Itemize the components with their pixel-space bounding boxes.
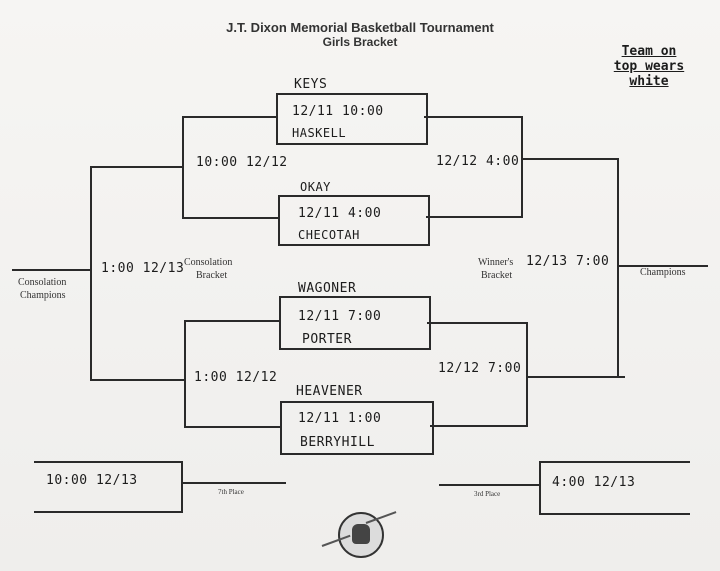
seventh-place-time: 10:00 12/13 — [46, 473, 138, 488]
bracket-line — [540, 461, 690, 463]
game-1-schedule: 12/11 10:00 — [292, 104, 384, 119]
bracket-line — [182, 482, 286, 484]
bracket-line — [521, 116, 523, 218]
bracket-line — [182, 116, 277, 118]
bracket-line — [618, 265, 708, 267]
bracket-line — [184, 320, 280, 322]
consolation-upper-time: 10:00 12/12 — [196, 155, 288, 170]
jersey-note: Team on top wears white — [600, 44, 698, 89]
bracket-line — [540, 513, 690, 515]
game-box-2 — [278, 195, 430, 246]
bracket-line — [90, 166, 92, 381]
jersey-note-line2: top wears — [613, 59, 685, 74]
team-keys: KEYS — [294, 77, 328, 92]
consolation-final-time: 1:00 12/13 — [101, 261, 185, 276]
winners-bracket-label: Winner's — [478, 257, 514, 268]
page-subtitle: Girls Bracket — [322, 35, 398, 49]
bracket-line — [182, 217, 279, 219]
consolation-champions-label: Consolation — [18, 277, 67, 288]
game-4-schedule: 12/11 1:00 — [298, 411, 382, 426]
bracket-line — [34, 461, 182, 463]
team-haskell: HASKELL — [292, 126, 347, 140]
jersey-note-line1: Team on — [621, 44, 677, 59]
bracket-line — [527, 376, 625, 378]
team-checotah: CHECOTAH — [298, 228, 360, 242]
bracket-line — [439, 484, 540, 486]
third-place-label: 3rd Place — [474, 490, 501, 498]
bracket-line — [526, 322, 528, 427]
third-place-time: 4:00 12/13 — [552, 475, 636, 490]
jersey-note-line3: white — [629, 74, 669, 89]
seventh-place-label: 7th Place — [218, 488, 244, 496]
consolation-lower-time: 1:00 12/12 — [194, 370, 278, 385]
team-berryhill: BERRYHILL — [300, 435, 375, 450]
game-2-schedule: 12/11 4:00 — [298, 206, 382, 221]
champions-label: Champions — [640, 267, 686, 278]
game-box-1 — [276, 93, 428, 145]
winners-upper-time: 12/12 4:00 — [436, 154, 520, 169]
team-porter: PORTER — [302, 332, 352, 347]
bracket-line — [430, 425, 528, 427]
bracket-line — [181, 461, 183, 513]
bracket-line — [426, 216, 522, 218]
bracket-line — [427, 322, 527, 324]
page-title: J.T. Dixon Memorial Basketball Tournamen… — [226, 20, 494, 35]
team-wagoner: WAGONER — [298, 281, 357, 296]
bracket-line — [617, 158, 619, 378]
bracket-line — [90, 166, 183, 168]
consolation-bracket-label-line2: Bracket — [196, 270, 228, 281]
team-heavener: HEAVENER — [296, 384, 363, 399]
bracket-line — [12, 269, 91, 271]
winners-lower-time: 12/12 7:00 — [438, 361, 522, 376]
consolation-champions-label-line2: Champions — [20, 290, 66, 301]
bracket-line — [522, 158, 618, 160]
consolation-bracket-label: Consolation — [184, 257, 233, 268]
bracket-line — [184, 426, 281, 428]
bracket-line — [424, 116, 522, 118]
game-3-schedule: 12/11 7:00 — [298, 309, 382, 324]
winners-final-time: 12/13 7:00 — [526, 254, 610, 269]
bracket-line — [182, 116, 184, 219]
bracket-line — [539, 461, 541, 515]
bracket-line — [34, 511, 182, 513]
bracket-line — [90, 379, 185, 381]
game-box-4 — [280, 401, 434, 455]
bracket-line — [184, 320, 186, 428]
team-okay: OKAY — [300, 180, 331, 194]
winners-bracket-label-line2: Bracket — [481, 270, 513, 281]
